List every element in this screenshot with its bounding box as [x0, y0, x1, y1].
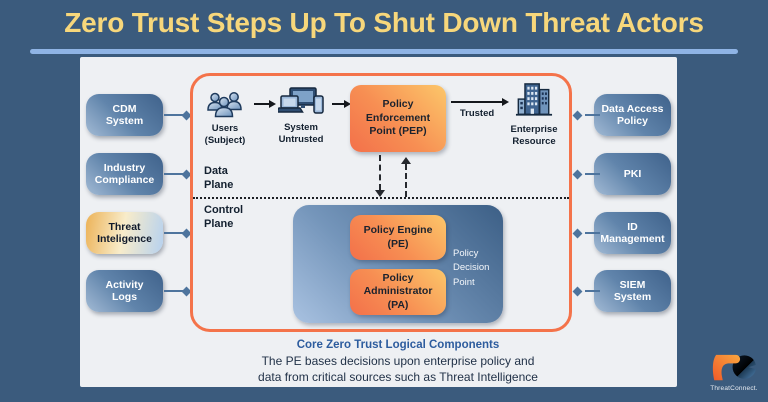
diamond-connector-icon	[164, 110, 192, 120]
source-label: Industry Compliance	[94, 161, 155, 186]
flow-arrow-icon	[254, 99, 276, 108]
source-box-activity-logs: Activity Logs	[86, 270, 163, 312]
diamond-arrowhead-icon	[572, 286, 583, 296]
caption-body: The PE bases decisions upon enterprise p…	[258, 354, 538, 384]
policy-decision-point-box: Policy Engine (PE) Policy Administrator …	[293, 205, 503, 323]
source-label: Activity Logs	[105, 278, 144, 303]
diamond-connector-icon	[164, 286, 192, 296]
brand-name: ThreatConnect.	[710, 385, 758, 392]
diamond-arrowhead-icon	[572, 169, 583, 179]
policy-administrator-box: Policy Administrator (PA)	[350, 269, 446, 315]
policy-engine-label: Policy Engine (PE)	[363, 223, 433, 250]
source-label: PKI	[623, 167, 642, 180]
connector-line	[585, 173, 600, 175]
trusted-label: Trusted	[459, 108, 495, 119]
system-label: System Untrusted	[278, 122, 324, 145]
source-box-id-management: ID Management	[594, 212, 671, 254]
flow-arrow-icon	[332, 99, 351, 108]
zero-trust-container: Users (Subject) Sy	[190, 73, 572, 332]
connector-line	[585, 232, 600, 234]
source-box-siem-system: SIEM System	[594, 270, 671, 312]
diamond-arrowhead-icon	[572, 110, 583, 120]
diamond-arrowhead-icon	[572, 228, 583, 238]
source-box-cdm-system: CDM System	[86, 94, 163, 136]
enterprise-label: Enterprise Resource	[510, 124, 558, 147]
policy-engine-box: Policy Engine (PE)	[350, 215, 446, 260]
source-box-industry-compliance: Industry Compliance	[86, 153, 163, 195]
diamond-connector-icon	[572, 228, 600, 238]
connector-line	[164, 232, 184, 234]
diamond-connector-icon	[164, 228, 192, 238]
source-label: Threat Inteligence	[97, 220, 152, 245]
users-label: Users (Subject)	[204, 123, 246, 146]
users-node: Users (Subject)	[195, 91, 255, 146]
pep-box: Policy Enforcement Point (PEP)	[350, 85, 446, 152]
building-icon	[515, 83, 553, 116]
source-label: Data Access Policy	[601, 102, 664, 127]
source-label: ID Management	[600, 220, 665, 245]
diamond-connector-icon	[572, 110, 600, 120]
trusted-arrow-icon	[451, 97, 509, 106]
page-title: Zero Trust Steps Up To Shut Down Threat …	[64, 7, 704, 38]
connector-line	[164, 114, 184, 116]
source-box-threat-intelligence: Threat Inteligence	[86, 212, 163, 254]
source-box-data-access-policy: Data Access Policy	[594, 94, 671, 136]
connector-line	[164, 173, 184, 175]
caption-heading: Core Zero Trust Logical Components	[296, 339, 500, 351]
connector-line	[164, 290, 184, 292]
diamond-connector-icon	[572, 169, 600, 179]
pep-label: Policy Enforcement Point (PEP)	[365, 98, 431, 138]
data-plane-label: Data Plane	[204, 165, 234, 191]
policy-administrator-label: Policy Administrator (PA)	[363, 271, 433, 311]
source-label: CDM System	[105, 102, 144, 127]
diagram-panel: CDM System Industry Compliance Threat In…	[80, 57, 677, 387]
control-plane-label: Control Plane	[204, 204, 244, 230]
brand-logo: ThreatConnect.	[706, 353, 762, 392]
dashed-arrow-down-icon	[375, 155, 385, 197]
devices-icon	[278, 87, 324, 114]
connector-line	[585, 114, 600, 116]
source-label: SIEM System	[613, 278, 652, 303]
policy-decision-point-label: Policy Decision Point	[453, 248, 490, 288]
diamond-connector-icon	[572, 286, 600, 296]
connector-line	[585, 290, 600, 292]
threatconnect-logo-icon	[712, 354, 757, 381]
dashed-arrow-up-icon	[401, 157, 411, 197]
title-underline	[30, 49, 738, 54]
enterprise-node: Enterprise Resource	[502, 82, 566, 147]
users-icon	[207, 92, 242, 118]
diamond-connector-icon	[164, 169, 192, 179]
source-box-pki: PKI	[594, 153, 671, 195]
plane-divider	[193, 197, 569, 199]
system-node: System Untrusted	[269, 87, 333, 145]
